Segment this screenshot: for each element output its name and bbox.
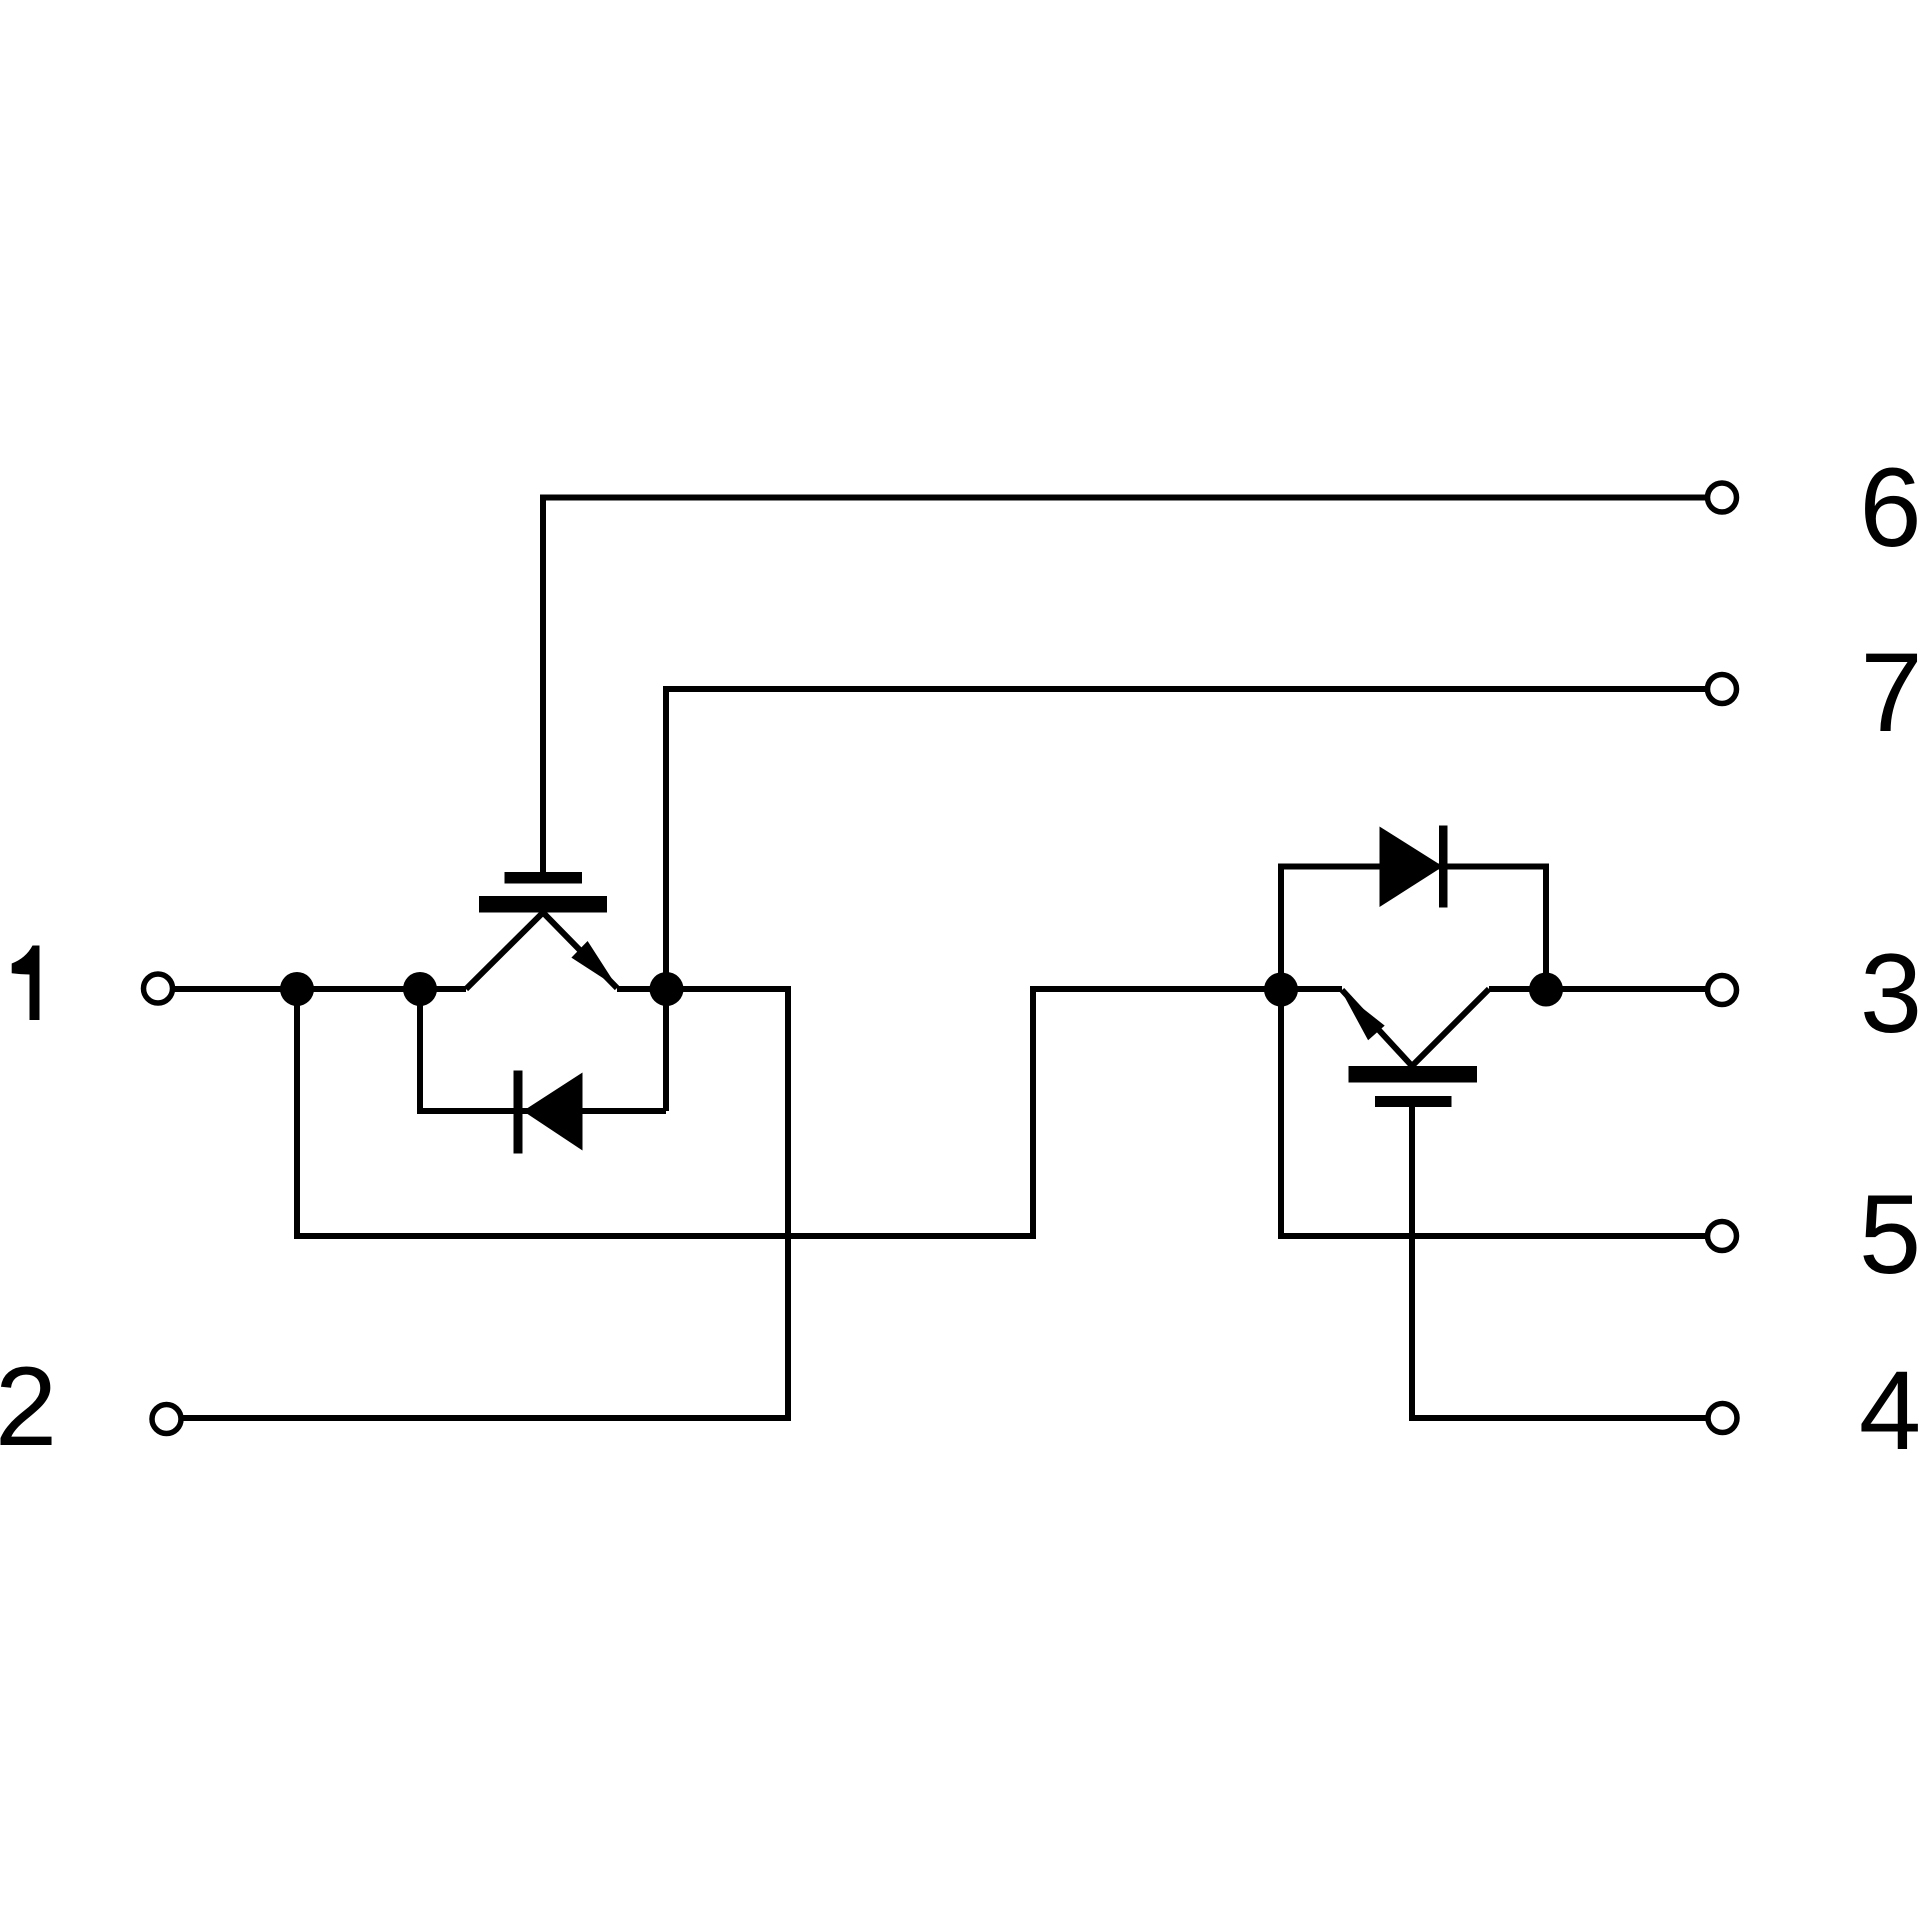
svg-text:5: 5 xyxy=(1859,1172,1920,1297)
svg-text:7: 7 xyxy=(1860,630,1920,755)
svg-text:6: 6 xyxy=(1859,445,1920,570)
svg-text:3: 3 xyxy=(1860,931,1920,1056)
svg-text:4: 4 xyxy=(1859,1348,1920,1473)
svg-text:2: 2 xyxy=(0,1344,57,1469)
